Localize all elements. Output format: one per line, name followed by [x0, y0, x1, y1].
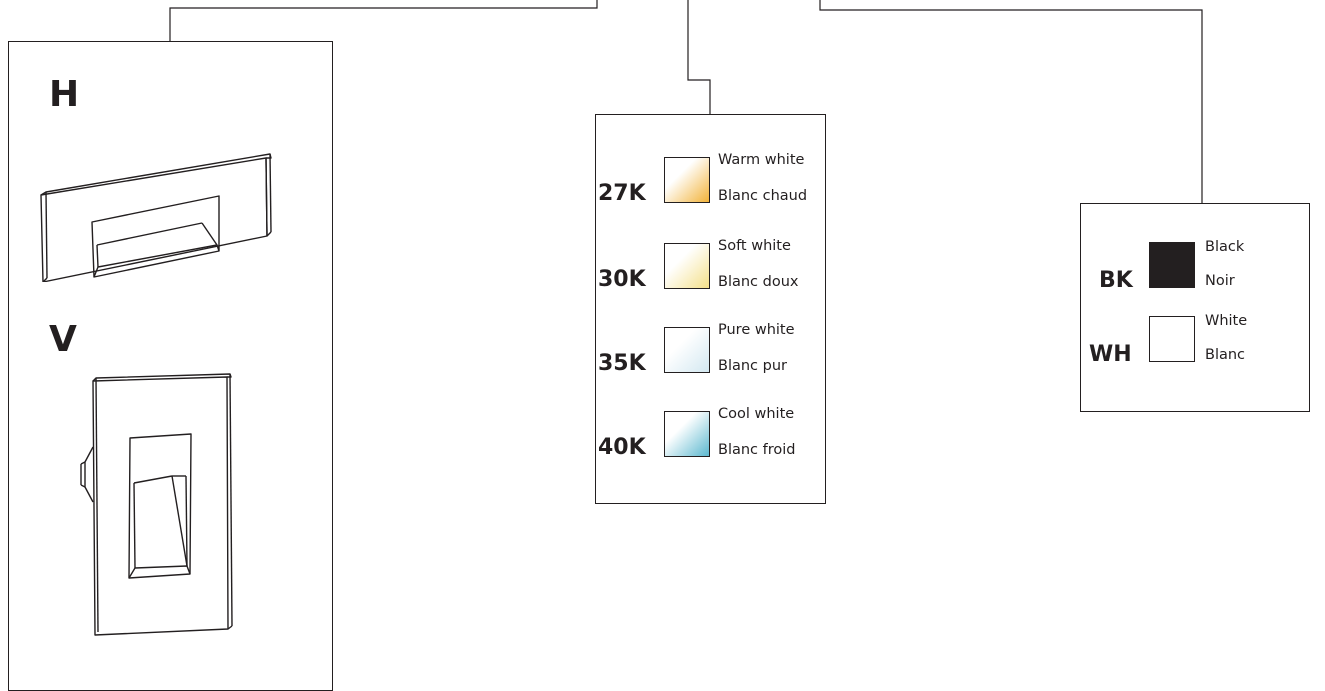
color-temperature-panel: 27K Warm white Blanc chaud 30K Soft whit…	[595, 114, 826, 504]
cool-white-swatch	[664, 411, 710, 457]
horizontal-fixture-illustration	[40, 153, 272, 282]
finish-panel: BK Black Noir WH White Blanc	[1080, 203, 1310, 412]
pure-white-swatch	[664, 327, 710, 373]
finish-label-fr: Noir	[1205, 273, 1235, 289]
color-temp-code: 40K	[598, 435, 646, 460]
soft-white-swatch	[664, 243, 710, 289]
color-temp-code: 30K	[598, 267, 646, 292]
color-temp-label-fr: Blanc chaud	[718, 188, 808, 204]
orientation-code-vertical: V	[49, 319, 77, 360]
orientation-code-horizontal: H	[49, 74, 80, 115]
color-temp-label-en: Soft white	[718, 238, 791, 254]
color-temp-label-en: Pure white	[718, 322, 795, 338]
color-temp-label-en: Warm white	[718, 152, 805, 168]
black-finish-swatch	[1149, 242, 1195, 288]
finish-code: WH	[1089, 342, 1132, 367]
color-temp-label-fr: Blanc froid	[718, 442, 796, 458]
color-temp-code: 27K	[598, 181, 646, 206]
finish-label-en: Black	[1205, 239, 1245, 255]
warm-white-swatch	[664, 157, 710, 203]
finish-label-en: White	[1205, 313, 1248, 329]
finish-code: BK	[1099, 268, 1133, 293]
orientation-panel: H V	[8, 41, 333, 691]
color-temp-code: 35K	[598, 351, 646, 376]
connector-line-orientation	[169, 0, 598, 41]
finish-label-fr: Blanc	[1205, 347, 1246, 363]
color-temp-label-en: Cool white	[718, 406, 795, 422]
vertical-fixture-illustration	[80, 373, 233, 636]
color-temp-label-fr: Blanc doux	[718, 274, 799, 290]
connector-line-finish	[819, 0, 1203, 203]
connector-line-color-temp	[687, 0, 711, 114]
white-finish-swatch	[1149, 316, 1195, 362]
color-temp-label-fr: Blanc pur	[718, 358, 787, 374]
